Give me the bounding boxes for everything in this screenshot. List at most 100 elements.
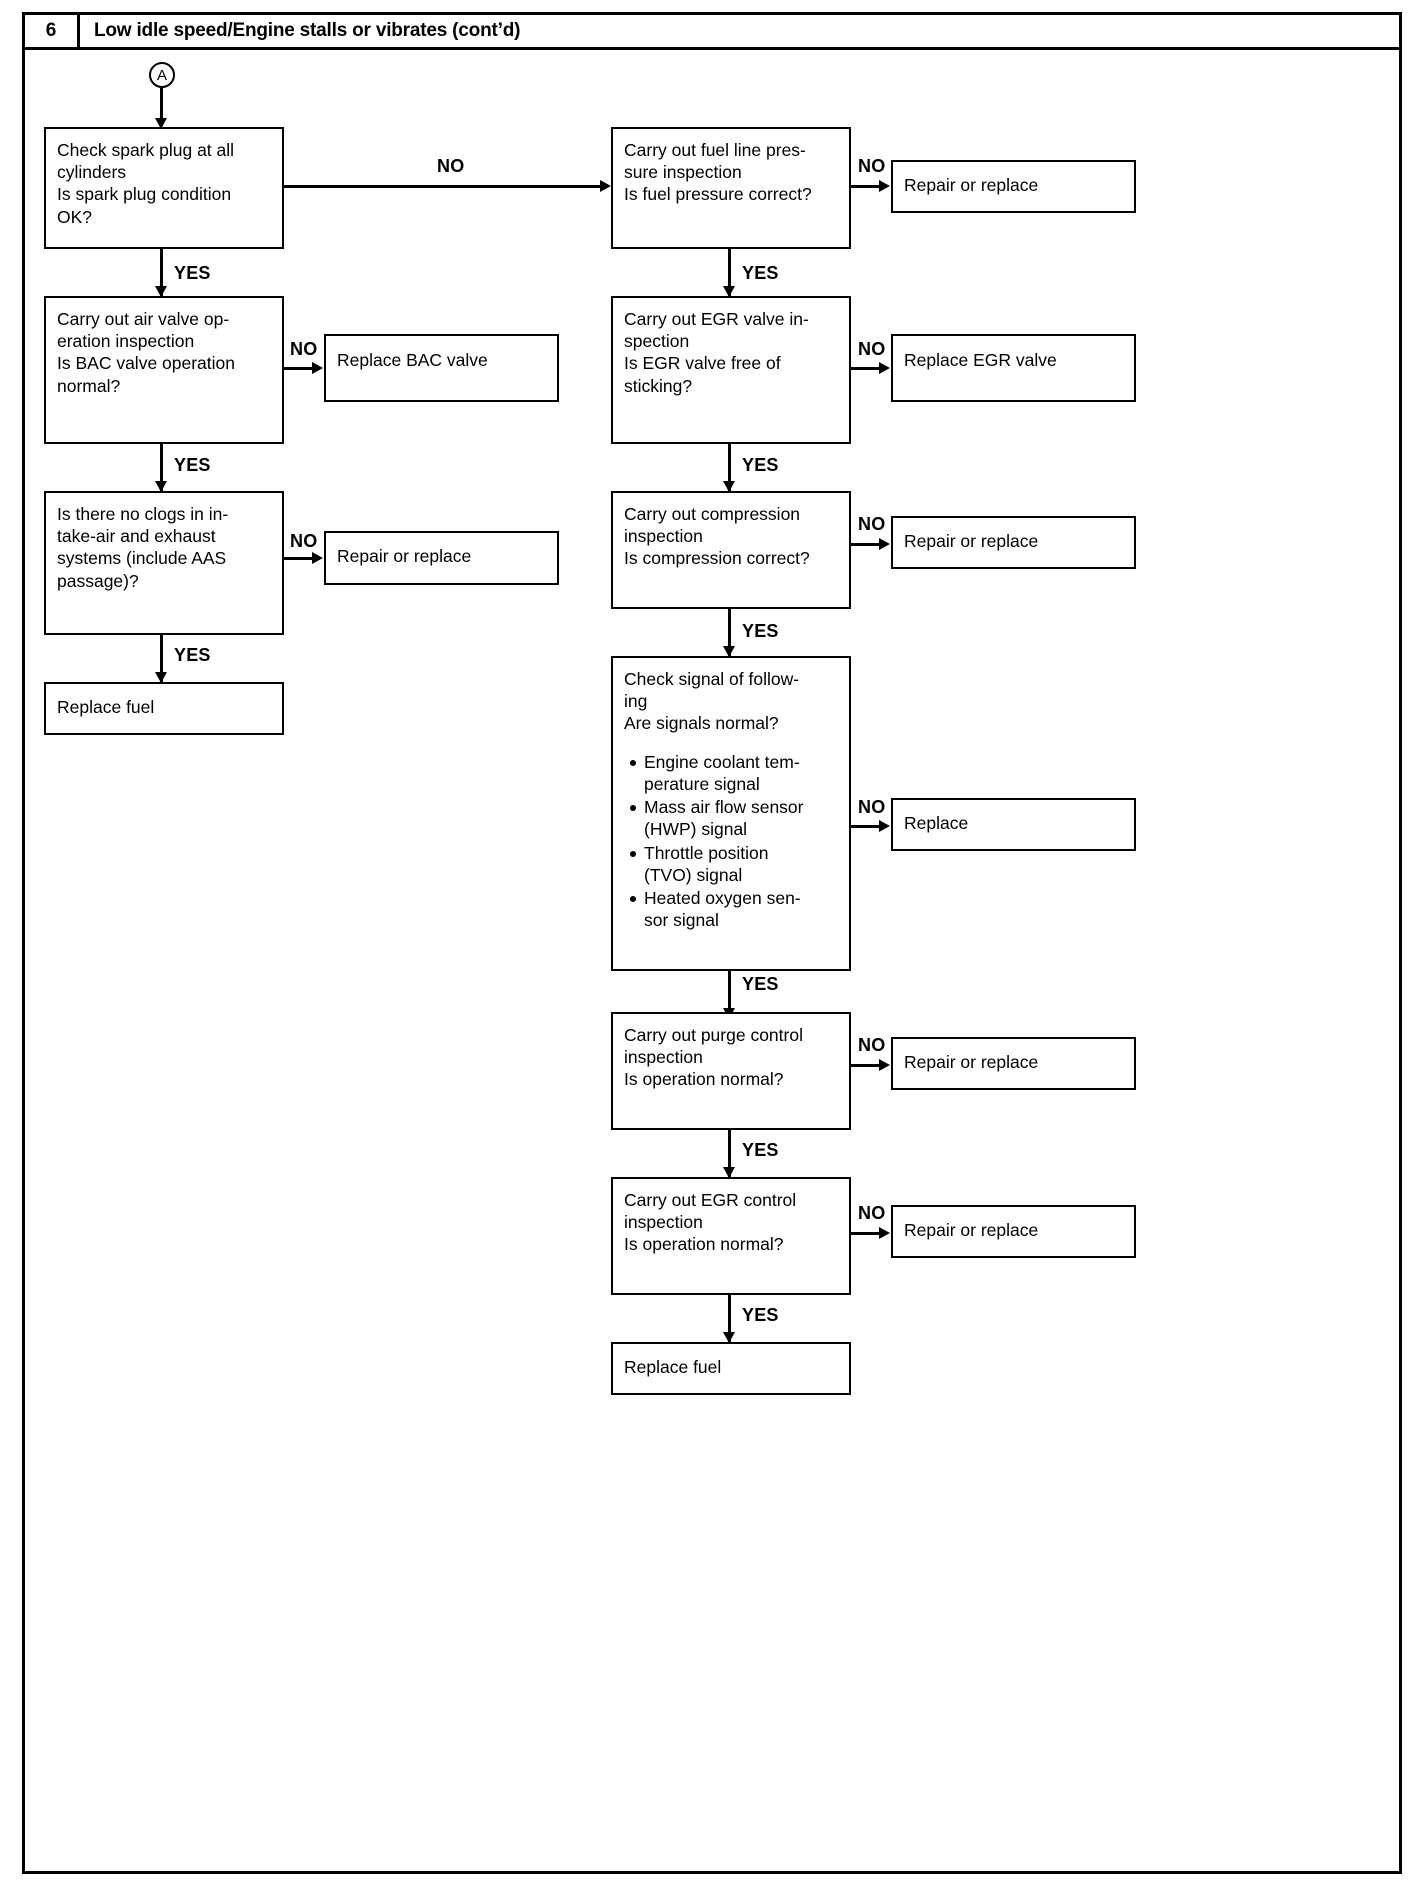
box-line: spection — [624, 331, 690, 352]
box-replace-bac-valve: Replace BAC valve — [324, 334, 559, 402]
box-replace: Replace — [891, 798, 1136, 851]
purge-yes-line — [728, 1130, 731, 1177]
egr-valve-no-arrow — [879, 362, 890, 374]
edge-label-no: NO — [858, 339, 886, 359]
edge-label-no: NO — [290, 339, 318, 359]
page-number: 6 — [45, 20, 57, 41]
box-line: Repair or replace — [337, 546, 472, 566]
box-line: ing — [624, 691, 648, 712]
box-line: cylinders — [57, 162, 127, 183]
connector-circle-a: A — [149, 62, 175, 88]
fuel-line-yes-line — [728, 249, 731, 296]
box-line: Carry out EGR valve in- — [624, 309, 809, 329]
compression-no-arrow — [879, 538, 890, 550]
box-replace-fuel-left: Replace fuel — [44, 682, 284, 735]
box-line: OK? — [57, 206, 93, 227]
egr-control-no-arrow — [879, 1227, 890, 1239]
air-valve-yes-line — [160, 444, 163, 491]
box-line: Is BAC valve operation — [57, 353, 236, 374]
box-line: sure inspection — [624, 162, 742, 183]
box-line: Replace fuel — [57, 697, 155, 717]
box-line: Carry out fuel line pres- — [624, 140, 806, 160]
box-repair-or-replace-4: Repair or replace — [891, 1037, 1136, 1090]
list-item: Throttle position (TVO) signal — [630, 842, 839, 886]
spark-plug-no-line — [284, 185, 606, 188]
list-item-line: (HWP) signal — [644, 819, 748, 840]
list-item-line: Engine coolant tem- — [644, 751, 800, 772]
box-line: Repair or replace — [904, 175, 1039, 195]
box-line: eration inspection — [57, 331, 195, 352]
check-signals-yes-line — [728, 971, 731, 1018]
box-line: Carry out EGR control — [624, 1190, 797, 1210]
box-replace-fuel-right: Replace fuel — [611, 1342, 851, 1395]
box-line: Repair or replace — [904, 1220, 1039, 1240]
box-line: inspection — [624, 1212, 703, 1233]
edge-label-yes: YES — [174, 455, 211, 475]
edge-label-no: NO — [858, 1035, 886, 1055]
box-intake-exhaust-clogs: Is there no clogs in in- take-air and ex… — [44, 491, 284, 635]
box-repair-or-replace-1: Repair or replace — [324, 531, 559, 585]
compression-no-line — [851, 543, 887, 546]
box-replace-egr-valve: Replace EGR valve — [891, 334, 1136, 402]
box-repair-or-replace-2: Repair or replace — [891, 160, 1136, 213]
list-item: Engine coolant tem- perature signal — [630, 751, 839, 795]
edge-label-yes: YES — [742, 974, 779, 994]
box-line: inspection — [624, 1047, 703, 1068]
list-item-line: (TVO) signal — [644, 864, 743, 885]
box-line: Check spark plug at all — [57, 140, 235, 160]
air-valve-no-line — [284, 367, 320, 370]
box-line: Are signals normal? — [624, 713, 779, 734]
box-line: Replace EGR valve — [904, 350, 1057, 370]
box-check-spark-plug: Check spark plug at all cylinders Is spa… — [44, 127, 284, 249]
compression-yes-arrow — [723, 646, 735, 657]
list-item: Heated oxygen sen- sor signal — [630, 887, 839, 931]
box-line: sticking? — [624, 375, 693, 396]
box-line: Is there no clogs in in- — [57, 504, 229, 524]
clogs-no-line — [284, 557, 320, 560]
purge-yes-arrow — [723, 1167, 735, 1178]
box-line: Replace BAC valve — [337, 350, 488, 370]
clogs-yes-line — [160, 635, 163, 682]
check-signals-no-arrow — [879, 820, 890, 832]
box-line: passage)? — [57, 570, 139, 591]
edge-label-no: NO — [858, 797, 886, 817]
list-item-line: Heated oxygen sen- — [644, 887, 801, 908]
egr-valve-no-line — [851, 367, 887, 370]
box-repair-or-replace-3: Repair or replace — [891, 516, 1136, 569]
list-item-line: Mass air flow sensor — [644, 797, 804, 818]
edge-label-yes: YES — [742, 455, 779, 475]
spark-plug-yes-arrow — [155, 286, 167, 297]
edge-label-no: NO — [858, 514, 886, 534]
box-line: systems (include AAS — [57, 548, 227, 569]
edge-label-yes: YES — [742, 1140, 779, 1160]
signal-list: Engine coolant tem- perature signal Mass… — [624, 751, 839, 932]
connector-to-spark-plug-line — [160, 88, 163, 126]
box-egr-control-inspection: Carry out EGR control inspection Is oper… — [611, 1177, 851, 1295]
box-air-valve-inspection: Carry out air valve op- eration inspecti… — [44, 296, 284, 444]
list-item: Mass air flow sensor (HWP) signal — [630, 796, 839, 840]
box-fuel-line-pressure: Carry out fuel line pres- sure inspectio… — [611, 127, 851, 249]
fuel-line-no-arrow — [879, 180, 890, 192]
box-line: Is EGR valve free of — [624, 353, 781, 374]
page-title-cell: Low idle speed/Engine stalls or vibrates… — [80, 12, 1402, 50]
box-line: Carry out compression — [624, 504, 801, 524]
fuel-line-no-line — [851, 185, 887, 188]
edge-label-no: NO — [437, 156, 465, 176]
box-line: Replace — [904, 813, 969, 833]
box-line: inspection — [624, 526, 703, 547]
check-signals-no-line — [851, 825, 887, 828]
edge-label-yes: YES — [742, 1305, 779, 1325]
edge-label-no: NO — [858, 1203, 886, 1223]
edge-label-no: NO — [290, 531, 318, 551]
list-item-line: perature signal — [644, 773, 760, 794]
page-title: Low idle speed/Engine stalls or vibrates… — [94, 20, 521, 41]
spark-plug-yes-line — [160, 249, 163, 296]
page-number-cell: 6 — [22, 12, 80, 50]
edge-label-yes: YES — [742, 621, 779, 641]
box-line: Carry out air valve op- — [57, 309, 230, 329]
clogs-no-arrow — [312, 552, 323, 564]
box-line: Is fuel pressure correct? — [624, 184, 812, 205]
fuel-line-yes-arrow — [723, 286, 735, 297]
compression-yes-line — [728, 609, 731, 656]
box-line: Is operation normal? — [624, 1069, 784, 1090]
